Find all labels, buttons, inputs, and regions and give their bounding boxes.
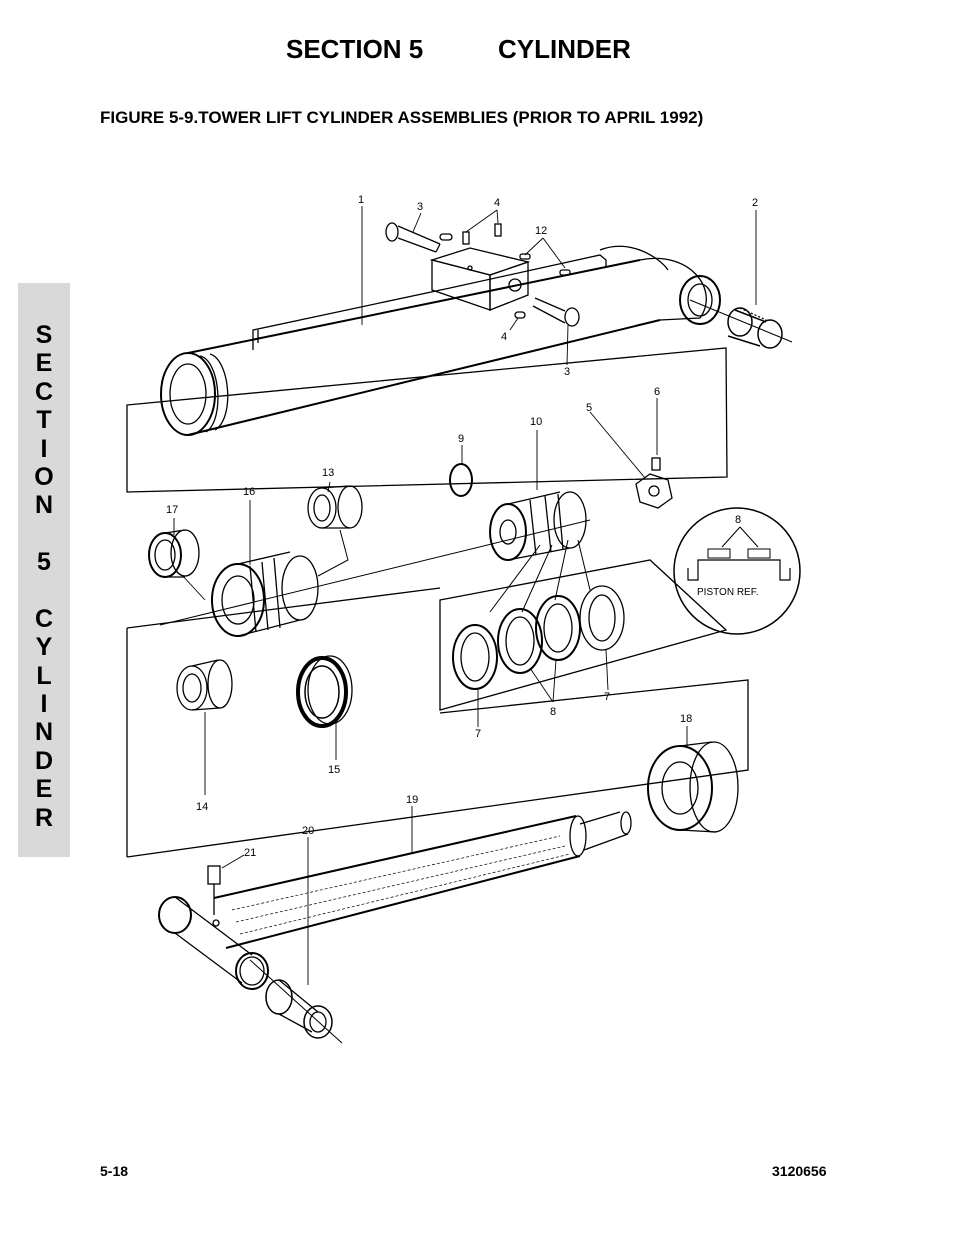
side-tab-letter: T [36, 406, 52, 435]
side-tab-letter: C [34, 377, 54, 406]
setscrew-6 [651, 457, 661, 471]
side-tab-letter: I [40, 690, 48, 719]
side-tab-letter: N [34, 718, 54, 747]
page-number: 5-18 [100, 1163, 129, 1179]
callout-8-inset: 8 [735, 514, 741, 526]
callout-4-bottom: 4 [501, 331, 507, 343]
side-tab-letter: L [36, 661, 52, 690]
piston-ref-inset [673, 507, 801, 635]
cylinder-barrel [160, 245, 721, 436]
figure-title: FIGURE 5-9.TOWER LIFT CYLINDER ASSEMBLIE… [100, 108, 704, 127]
callout-19: 19 [406, 794, 418, 806]
callout-15: 15 [328, 764, 340, 776]
rod-plane-outline [126, 679, 749, 858]
side-tab-letter: E [35, 349, 53, 378]
callout-12: 12 [535, 225, 547, 237]
side-tab-letter: I [40, 434, 48, 463]
page-header: SECTION 5 CYLINDER [0, 34, 954, 70]
side-tab-letter: S [35, 321, 53, 349]
lock-nut-5 [635, 473, 673, 509]
side-tab-letter: R [34, 803, 54, 832]
bushing-13 [307, 485, 363, 529]
callout-16: 16 [243, 486, 255, 498]
callout-20: 20 [302, 825, 314, 837]
bushing-14 [176, 659, 233, 711]
seal-rings-7-8 [452, 585, 625, 690]
callout-7-right: 7 [604, 691, 610, 703]
bushing-20 [265, 979, 333, 1039]
callout-3-top: 3 [417, 201, 423, 213]
callout-5: 5 [586, 402, 592, 414]
callout-17: 17 [166, 504, 178, 516]
inset-label: PISTON REF. [697, 587, 759, 598]
seal-group-outline [439, 559, 728, 711]
side-tab-letter: 5 [37, 548, 51, 577]
callout-18: 18 [680, 713, 692, 725]
callout-2: 2 [752, 197, 758, 209]
section-number: SECTION 5 [286, 34, 424, 64]
callout-9: 9 [458, 433, 464, 445]
grease-fitting-21 [207, 865, 221, 915]
side-tab-letter: D [34, 746, 54, 775]
plugs-12 [519, 253, 571, 276]
callout-10: 10 [530, 416, 542, 428]
o-ring-9 [449, 463, 473, 497]
fitting-3-top [385, 222, 441, 253]
piston-rod-19 [213, 811, 632, 949]
callout-6: 6 [654, 386, 660, 398]
side-tab-letter: N [34, 491, 54, 520]
callout-14: 14 [196, 801, 208, 813]
callout-21: 21 [244, 847, 256, 859]
callout-13: 13 [322, 467, 334, 479]
cylinder-head-16 [211, 551, 319, 637]
bushing-2 [727, 307, 783, 349]
side-tab-letter: C [34, 604, 54, 633]
side-tab-letter: E [35, 775, 53, 804]
side-tab-letter: Y [35, 633, 53, 662]
wiper-17 [148, 529, 200, 578]
section-name: CYLINDER [498, 34, 631, 64]
callout-4-top: 4 [494, 197, 500, 209]
callout-3-bottom: 3 [564, 366, 570, 378]
callout-1: 1 [358, 194, 364, 206]
rod-bushing-18 [647, 741, 739, 833]
valve-block [429, 247, 531, 311]
leader-lines [173, 206, 757, 985]
rod-eye [158, 896, 269, 990]
seal-15 [296, 655, 353, 728]
side-tab-letter: O [34, 462, 54, 491]
callout-7-left: 7 [475, 728, 481, 740]
callout-8: 8 [550, 706, 556, 718]
piston-10 [489, 491, 587, 561]
plugs-4 [439, 223, 526, 319]
fitting-3-bottom [532, 297, 580, 327]
document-number: 3120656 [772, 1163, 827, 1179]
barrel-plane-outline [126, 347, 728, 493]
middle-plane-left [126, 587, 441, 857]
